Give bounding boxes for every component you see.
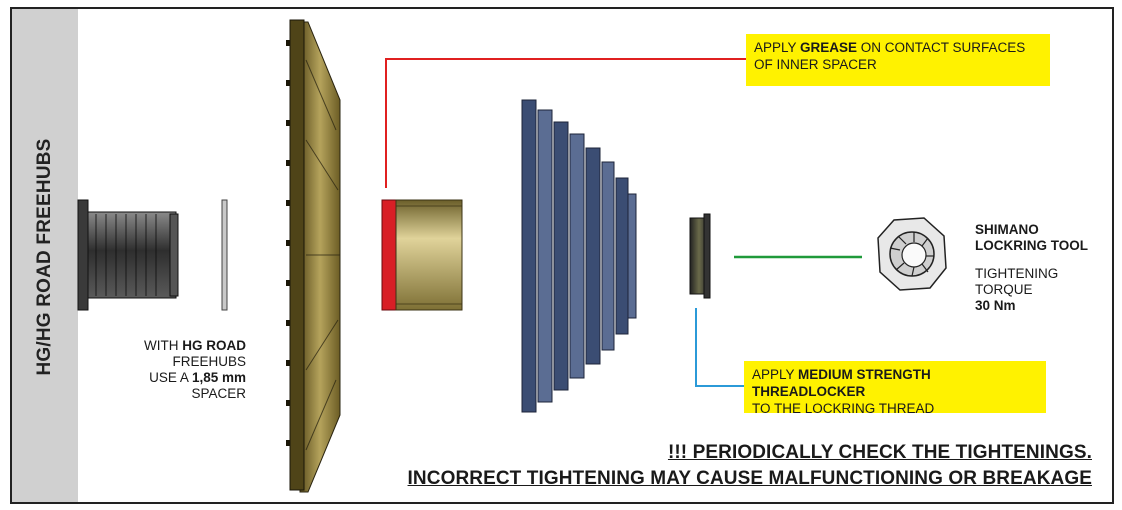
grease-note-prefix: APPLY — [754, 40, 801, 55]
grease-leader-line — [385, 58, 746, 188]
grease-note-line2: OF INNER SPACER — [754, 57, 877, 72]
spacer-note-l4: SPACER — [191, 386, 246, 401]
spacer-note-l2: FREEHUBS — [172, 354, 246, 369]
tool-name-line1: SHIMANO — [975, 222, 1039, 237]
tool-torque-line2: TORQUE — [975, 282, 1033, 297]
cassette-cluster — [521, 99, 637, 413]
freehub-body — [77, 199, 179, 311]
spacer-note: WITH HG ROAD FREEHUBS USE A 1,85 mm SPAC… — [120, 338, 246, 402]
tool-torque-line1: TIGHTENING — [975, 266, 1059, 281]
threadlocker-note: APPLY MEDIUM STRENGTH THREADLOCKER TO TH… — [744, 361, 1046, 416]
tool-torque-value: 30 Nm — [975, 298, 1016, 313]
spacer-note-l3-bold: 1,85 mm — [191, 370, 246, 385]
side-band: HG/HG ROAD FREEHUBS — [12, 9, 78, 502]
hg-road-spacer — [221, 199, 228, 311]
tool-name-line2: LOCKRING TOOL — [975, 238, 1088, 253]
threadlocker-note-line2: TO THE LOCKRING THREAD — [752, 401, 935, 416]
lockring — [689, 213, 711, 299]
threadlocker-note-bold: MEDIUM STRENGTH THREADLOCKER — [752, 367, 931, 399]
lockring-tool-illustration — [877, 217, 947, 291]
tool-label: SHIMANO LOCKRING TOOL TIGHTENING TORQUE … — [975, 222, 1095, 314]
warning-line-1: !!! PERIODICALLY CHECK THE TIGHTENINGS. — [667, 442, 1092, 463]
grease-note-bold: GREASE — [800, 40, 858, 55]
warning-line-2: INCORRECT TIGHTENING MAY CAUSE MALFUNCTI… — [407, 468, 1092, 489]
spacer-note-l3-prefix: USE A — [149, 370, 192, 385]
grease-note-suffix: ON CONTACT SURFACES — [857, 40, 1026, 55]
grease-note: APPLY GREASE ON CONTACT SURFACES OF INNE… — [746, 34, 1050, 86]
threadlocker-leader-line — [695, 308, 744, 387]
large-sprocket — [286, 19, 341, 493]
inner-spacer — [381, 199, 463, 311]
spacer-note-l1-prefix: WITH — [144, 338, 183, 353]
threadlocker-note-prefix: APPLY — [752, 367, 799, 382]
spacer-note-l1-bold: HG ROAD — [182, 338, 246, 353]
